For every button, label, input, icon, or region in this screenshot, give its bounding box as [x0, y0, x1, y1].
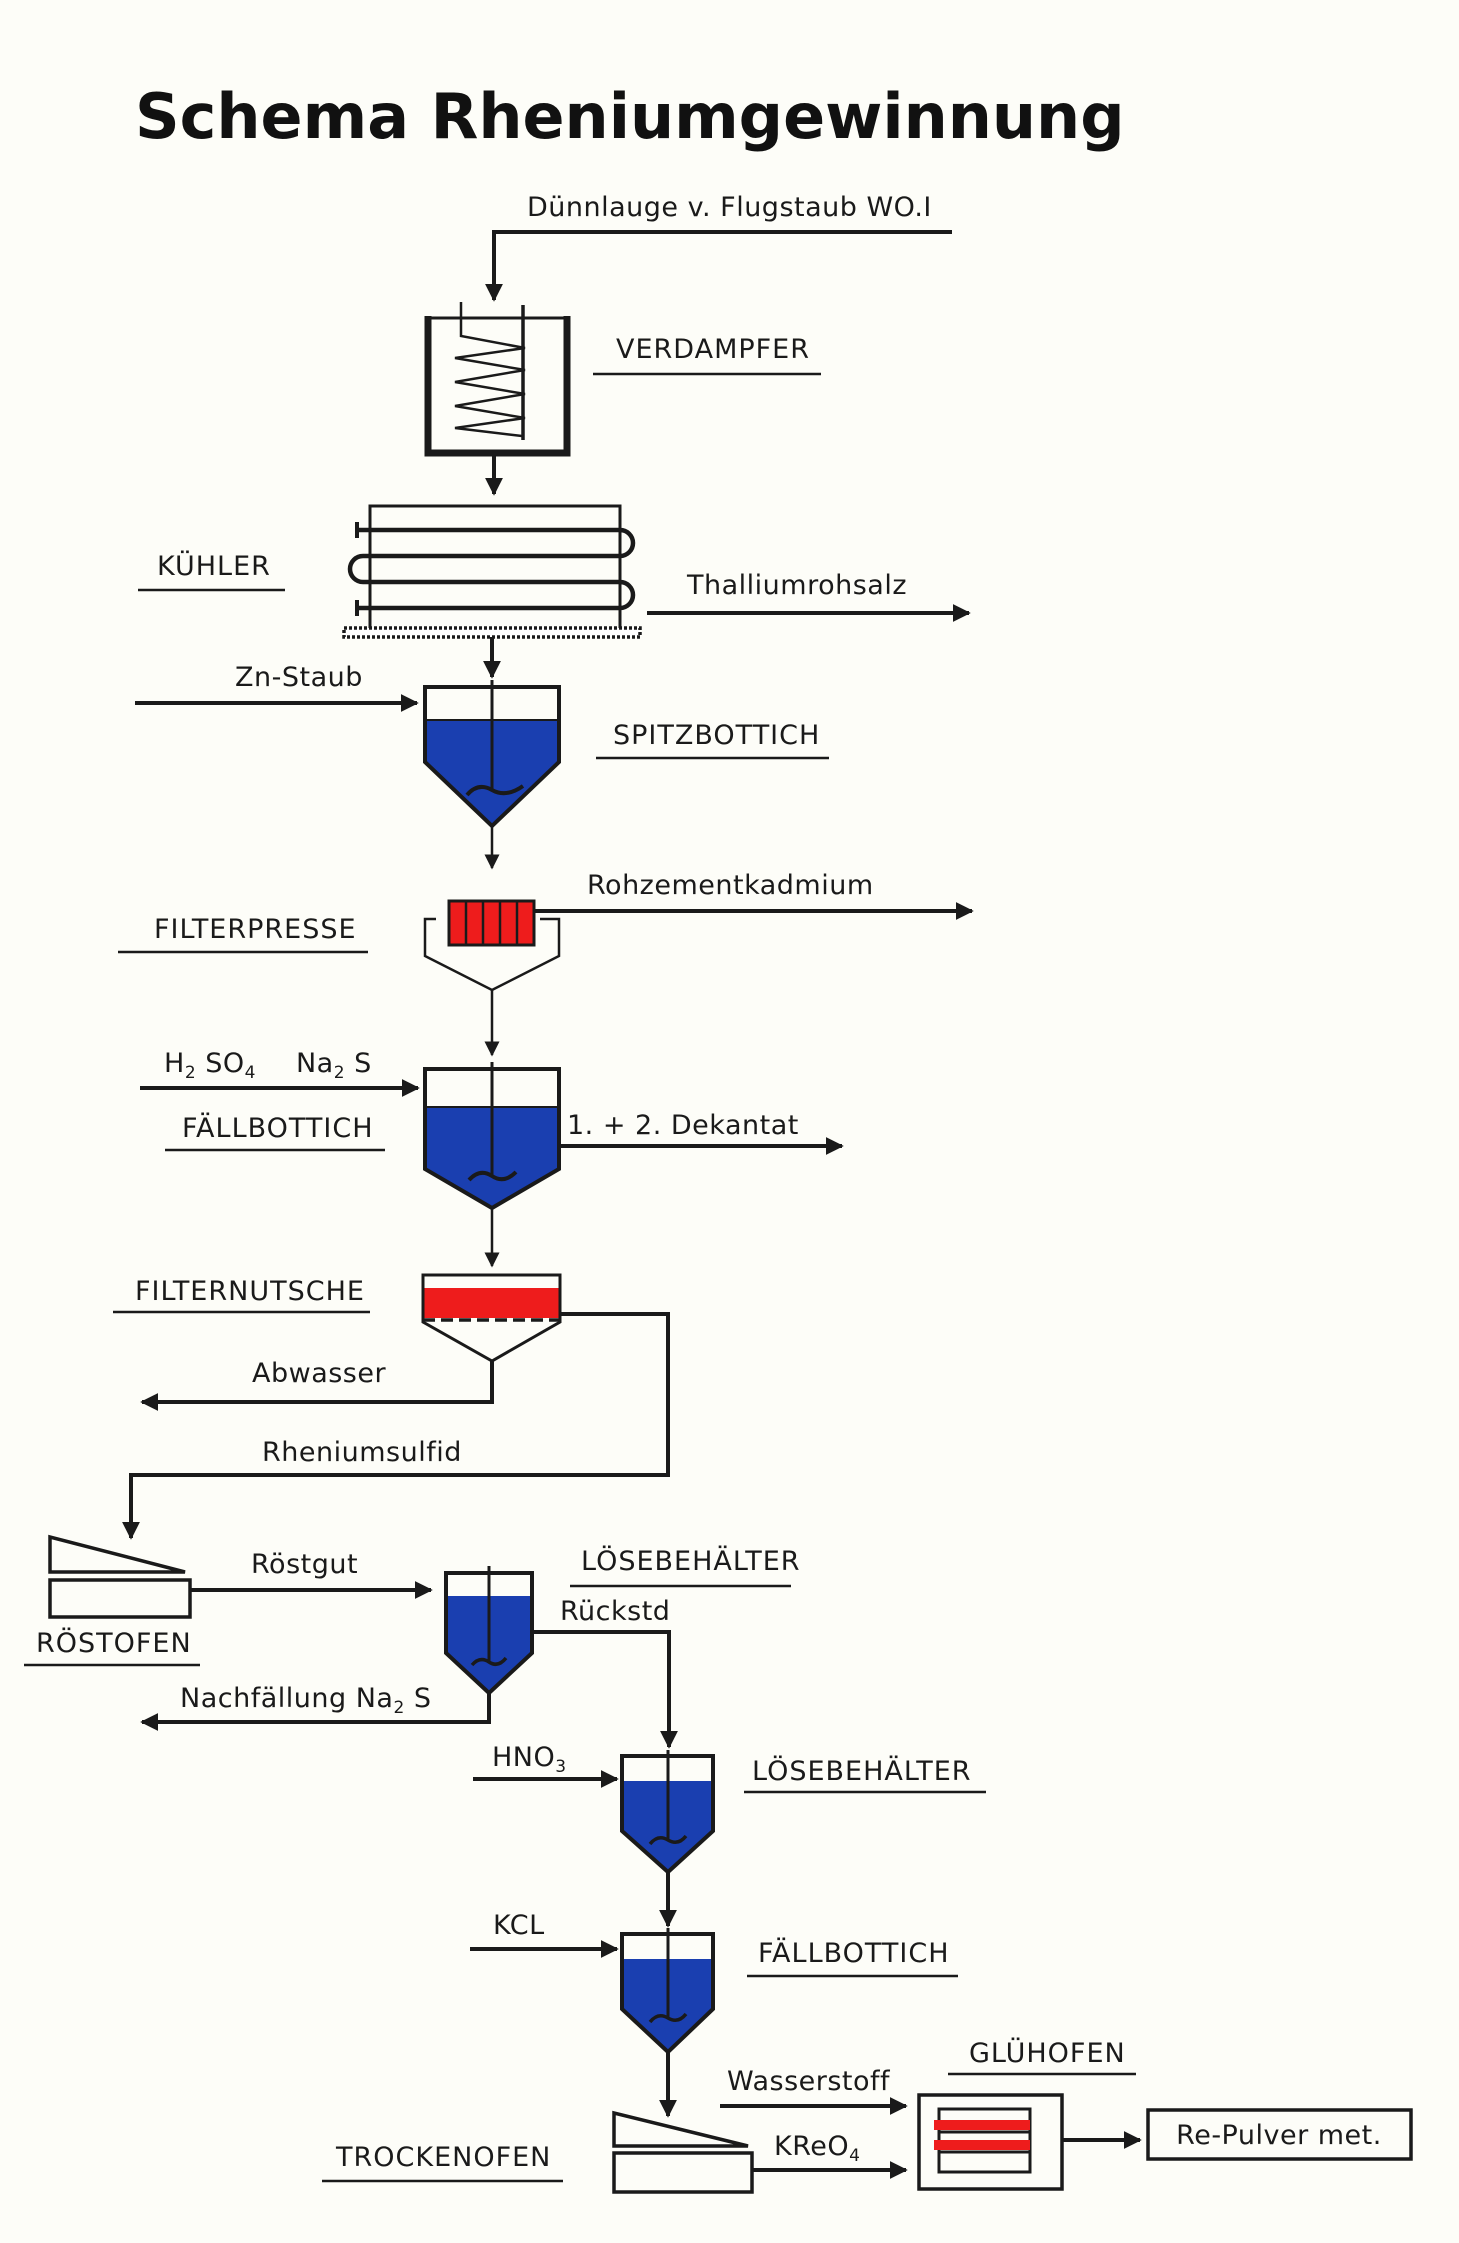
cone-tank-icon — [423, 680, 561, 829]
sulfide-na: Na — [296, 1048, 334, 1079]
roasting-furnace-icon — [48, 1534, 192, 1619]
nitric-sub: 3 — [555, 1757, 566, 1777]
drying-oven-label: TROCKENOFEN — [335, 2142, 551, 2173]
decant-label: 1. + 2. Dekantat — [567, 1110, 799, 1141]
annealing-furnace-label: GLÜHOFEN — [969, 2037, 1126, 2069]
annealing-furnace-icon — [917, 2093, 1064, 2191]
roasting-furnace-label: RÖSTOFEN — [36, 1627, 192, 1659]
nitric-main: HNO — [492, 1742, 555, 1773]
sulfide-s: S — [345, 1048, 372, 1079]
cadmium-label: Rohzementkadmium — [587, 870, 874, 901]
hydrogen-label: Wasserstoff — [727, 2066, 891, 2097]
waste-water-label: Abwasser — [252, 1358, 386, 1389]
kcl-label: KCL — [493, 1910, 545, 1941]
perrhenate-sub: 4 — [849, 2146, 860, 2166]
rhenium-sulfide-label: Rheniumsulfid — [262, 1437, 462, 1468]
nitric-acid-label: HNO3 — [492, 1742, 567, 1777]
acid-sub1: 2 — [185, 1063, 196, 1083]
thallium-label: Thalliumrohsalz — [686, 570, 907, 601]
acid-so: SO — [196, 1048, 244, 1079]
waste-water-arrow — [140, 1361, 494, 1411]
suction-filter-label: FILTERNUTSCHE — [135, 1276, 365, 1307]
dissolver-1-label: LÖSEBEHÄLTER — [581, 1545, 801, 1577]
precip-tank-2-icon — [620, 1928, 715, 2055]
acid-h: H — [164, 1048, 185, 1079]
dissolver-2-icon — [620, 1750, 715, 1875]
acid-sub2: 4 — [245, 1063, 256, 1083]
reprecip-s: S — [405, 1683, 432, 1714]
feed-label: Dünnlauge v. Flugstaub WO.I — [527, 192, 932, 223]
perrhenate-label: KReO4 — [774, 2131, 860, 2166]
product-box — [1146, 2108, 1413, 2161]
precip-tank-1-label: FÄLLBOTTICH — [182, 1112, 374, 1144]
rhenium-sulfide-arrow — [122, 1312, 670, 1540]
dissolver-1-icon — [444, 1566, 534, 1696]
roast-product-label: Röstgut — [251, 1549, 358, 1580]
reprecip-sub: 2 — [393, 1698, 404, 1718]
dissolver-2-label: LÖSEBEHÄLTER — [752, 1755, 972, 1787]
zinc-dust-label: Zn-Staub — [235, 662, 363, 693]
cone-tank-label: SPITZBOTTICH — [613, 720, 820, 751]
reprecipitation-label: Nachfällung Na2 S — [180, 1683, 432, 1718]
sulfide-sub: 2 — [334, 1063, 345, 1083]
drying-oven-icon — [612, 2110, 754, 2194]
filter-press-icon — [423, 899, 561, 992]
evaporator-label: VERDAMPFER — [616, 334, 810, 365]
evaporator-icon — [424, 302, 571, 457]
reprecipitation-arrow — [140, 1693, 491, 1731]
precip-tank-1-icon — [423, 1062, 561, 1211]
cooler-icon — [342, 504, 642, 639]
product-label: Re-Pulver met. — [1176, 2120, 1382, 2151]
feed-arrow — [485, 230, 952, 302]
diagram-title: Schema Rheniumgewinnung — [135, 80, 1125, 153]
residue-arrow — [532, 1630, 678, 1749]
suction-filter-icon — [421, 1273, 562, 1363]
perrhenate-main: KReO — [774, 2131, 849, 2162]
filter-press-label: FILTERPRESSE — [154, 914, 357, 945]
cooler-label: KÜHLER — [157, 550, 271, 582]
reprecip-main: Nachfällung Na — [180, 1683, 393, 1714]
precip-tank-2-label: FÄLLBOTTICH — [758, 1937, 950, 1969]
residue-label: Rückstd — [560, 1596, 670, 1627]
